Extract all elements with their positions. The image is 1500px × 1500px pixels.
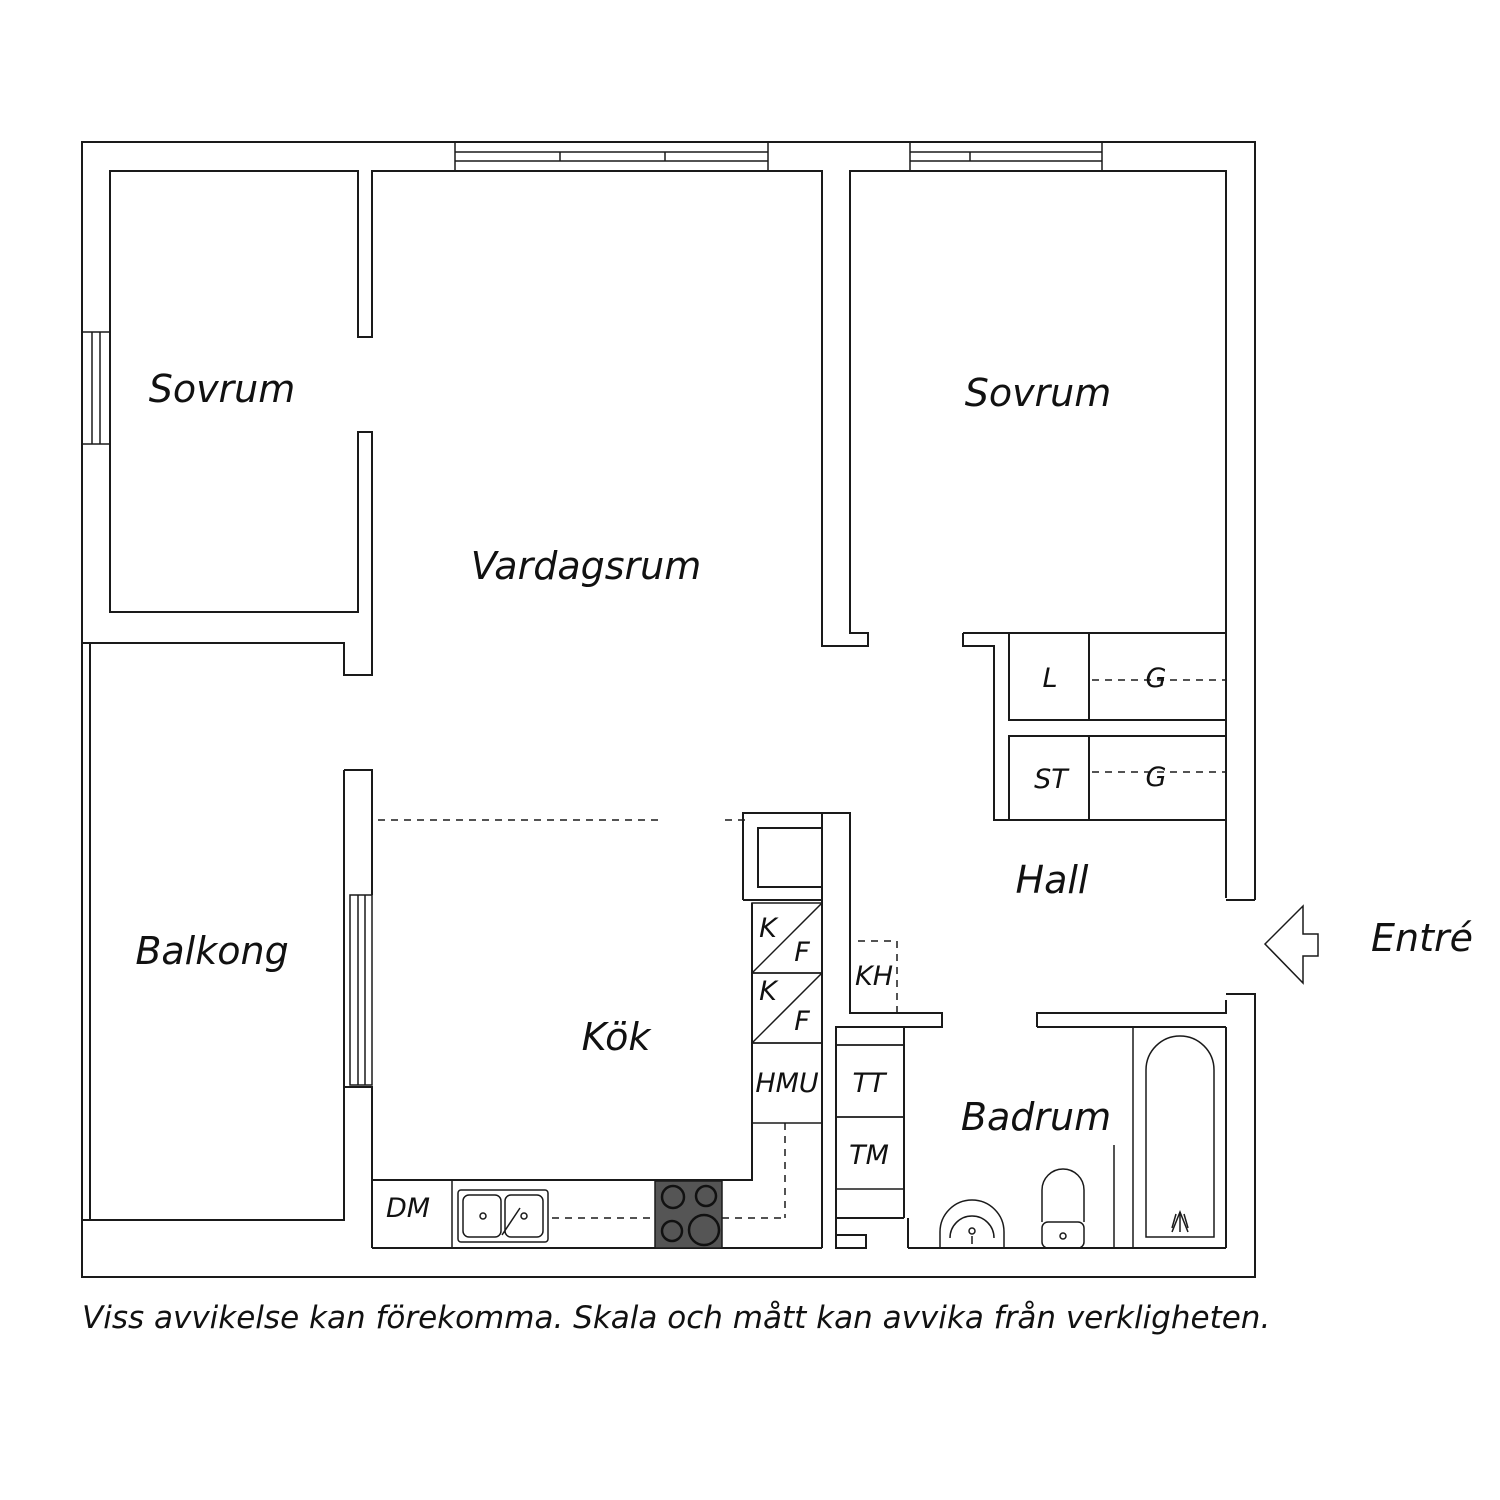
closet-label-g1: G xyxy=(1146,663,1167,694)
closet-label-g2: G xyxy=(1146,762,1167,793)
dryer-label: TT xyxy=(853,1068,888,1099)
outer-walls xyxy=(81,141,1256,1278)
washbasin-icon xyxy=(939,1199,1005,1248)
room-label-bedroom-right: Sovrum xyxy=(965,371,1112,415)
closet-label-l: L xyxy=(1042,663,1057,694)
window-left-bedroom xyxy=(81,331,111,445)
kitchen-area xyxy=(372,812,943,1249)
toilet-icon xyxy=(1041,1168,1085,1249)
stove-icon xyxy=(654,1180,723,1249)
entrance-arrow-icon xyxy=(1263,904,1319,985)
window-top-living xyxy=(454,141,769,172)
entrance-label: Entré xyxy=(1371,916,1473,960)
microwave-label: HMU xyxy=(755,1068,819,1099)
room-label-balcony: Balkong xyxy=(135,929,288,973)
bathtub-icon xyxy=(1145,1035,1215,1238)
disclaimer-text: Viss avvikelse kan förekomma. Skala och … xyxy=(82,1300,1271,1336)
coat-rack xyxy=(858,940,898,1013)
fridge-label-k1: K xyxy=(759,913,779,944)
hall-closets xyxy=(962,632,1227,821)
fridge-label-f2: F xyxy=(794,1006,810,1037)
dishwasher-label: DM xyxy=(386,1193,430,1224)
window-top-bedroom xyxy=(909,141,1103,172)
room-label-bedroom-left: Sovrum xyxy=(149,367,296,411)
fridge-label-k2: K xyxy=(759,976,779,1007)
balcony-area xyxy=(82,643,373,1248)
room-label-living-room: Vardagsrum xyxy=(471,544,702,588)
washer-label: TM xyxy=(849,1140,889,1171)
room-label-hall: Hall xyxy=(1016,858,1089,902)
fridge-label-f1: F xyxy=(794,937,810,968)
room-label-kitchen: Kök xyxy=(582,1015,653,1059)
kitchen-sink xyxy=(457,1189,655,1243)
coat-rack-label: KH xyxy=(855,961,893,992)
balcony-window xyxy=(349,894,373,1086)
closet-label-st: ST xyxy=(1034,764,1070,795)
room-label-bathroom: Badrum xyxy=(961,1095,1111,1139)
